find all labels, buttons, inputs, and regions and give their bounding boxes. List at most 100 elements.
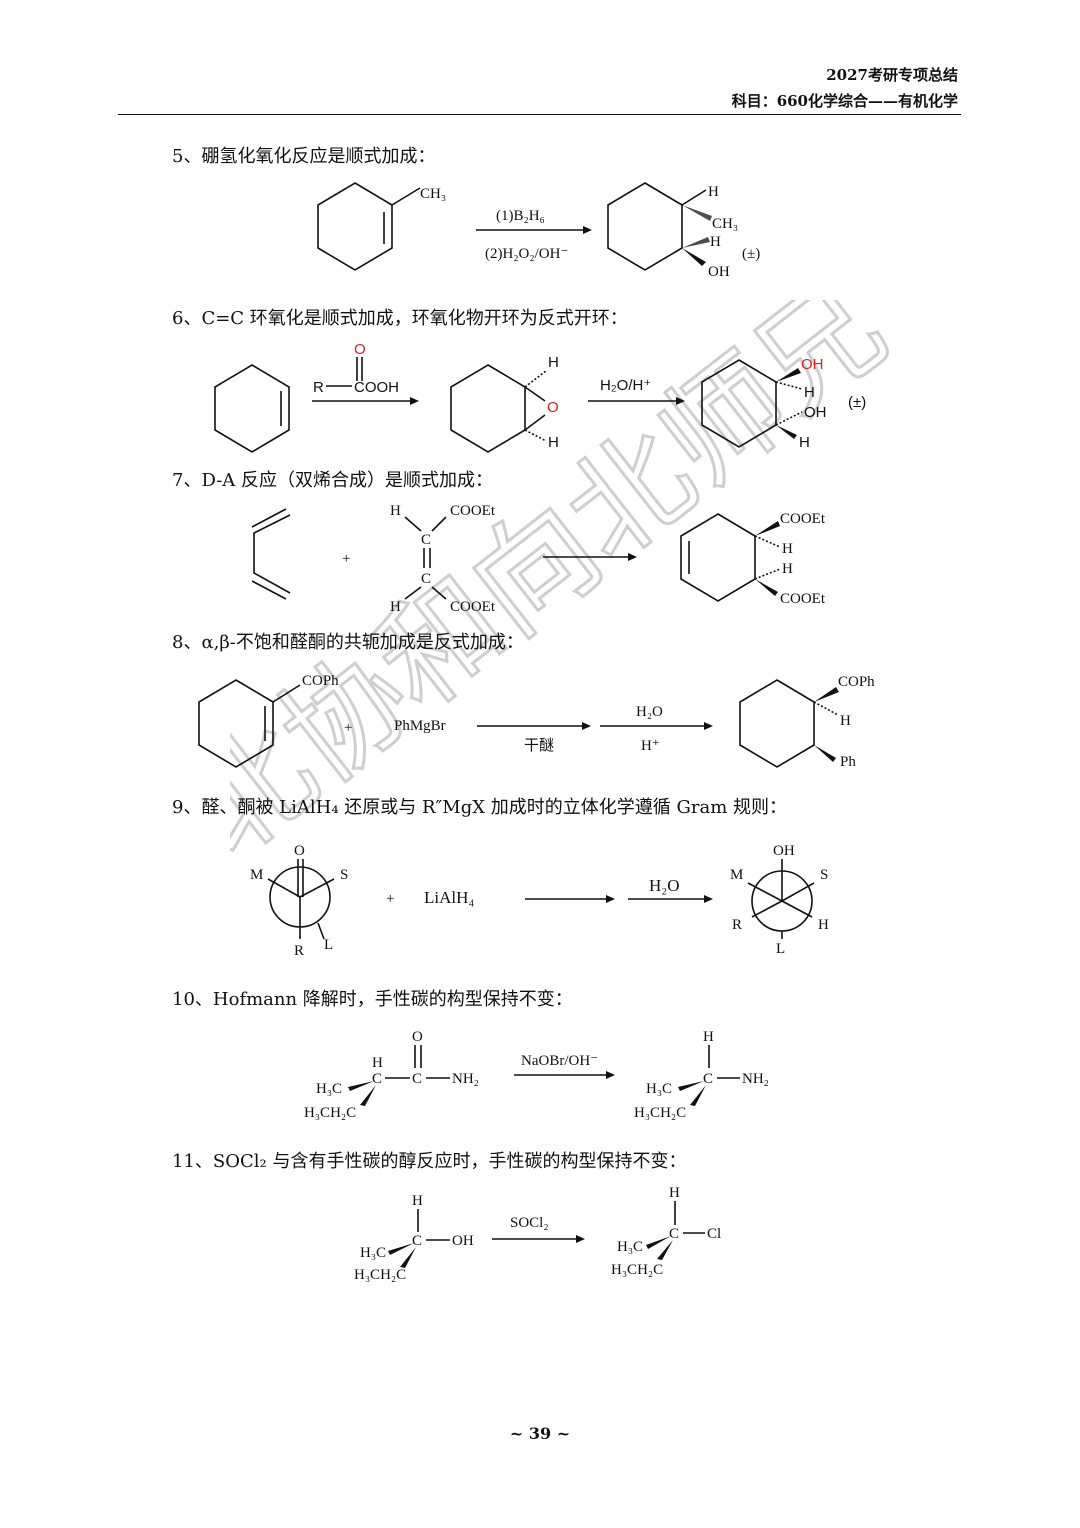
hydrolysis-h2o: H₂O bbox=[636, 704, 663, 720]
wedge-ethyl-product bbox=[657, 1240, 673, 1260]
methyl-bond bbox=[391, 187, 421, 206]
product-h1: H bbox=[708, 184, 719, 200]
pm-bond bbox=[747, 882, 783, 902]
reactant-methyl: H₃C bbox=[316, 1081, 342, 1097]
reducing-agent: LiAlH₄ bbox=[424, 888, 474, 907]
condition-2: (2)H₂O₂/OH⁻ bbox=[485, 246, 568, 262]
dienophile-c1: C bbox=[421, 532, 431, 548]
dienophile-cooet2: COOEt bbox=[450, 599, 496, 615]
epoxide-ring bbox=[450, 364, 526, 453]
product-methyl: H₃C bbox=[617, 1239, 643, 1255]
pr-bond bbox=[751, 900, 783, 918]
wedge-oh bbox=[682, 248, 706, 266]
section-8-heading: 8、α,β-不饱和醛酮的共轭加成是反式加成： bbox=[172, 632, 524, 653]
hashed-h-2 bbox=[754, 568, 781, 580]
epoxide-o: O bbox=[547, 399, 559, 416]
enone-coph: COPh bbox=[302, 673, 339, 689]
peracid-o: O bbox=[354, 341, 366, 358]
methylcyclohexene-ring bbox=[317, 182, 393, 271]
reaction-11-socl2: H C OH H₃C H₃CH₂C SOCl₂ H C Cl H₃C H₃CH₂… bbox=[354, 1185, 721, 1283]
epoxide-bond-1 bbox=[524, 386, 546, 402]
header-rule bbox=[118, 114, 961, 115]
section-6-heading: 6、C=C 环氧化是顺式加成，环氧化物开环为反式开环： bbox=[172, 308, 628, 329]
section-9-heading: 9、醛、酮被 LiAlH₄ 还原或与 R″MgX 加成时的立体化学遵循 Gram… bbox=[172, 797, 787, 818]
wedge-methyl-product bbox=[646, 1236, 671, 1249]
l-bond bbox=[317, 922, 325, 940]
hashed-oh-2 bbox=[775, 411, 803, 426]
product-m: M bbox=[730, 867, 743, 883]
racemic-label: (±) bbox=[742, 246, 760, 262]
product-methyl: H₃C bbox=[646, 1081, 672, 1097]
cyclohexene-ring bbox=[214, 364, 290, 453]
arrowhead bbox=[606, 1071, 615, 1079]
arrowhead-1 bbox=[410, 397, 419, 405]
product-methyl: CH₃ bbox=[712, 216, 738, 232]
product-h1: H bbox=[782, 541, 793, 557]
dienophile-cooet1: COOEt bbox=[450, 503, 496, 519]
product-ph: Ph bbox=[840, 754, 856, 770]
arrowhead-1 bbox=[606, 895, 615, 903]
chiral-c: C bbox=[412, 1233, 422, 1249]
product-s: S bbox=[820, 867, 828, 883]
workup-h2o: H₂O bbox=[649, 876, 679, 895]
hashed-h-1 bbox=[524, 370, 547, 388]
reaction-10-hofmann: O H C C NH₂ H₃C H₃CH₂C NaOBr/OH⁻ H C NH₂… bbox=[304, 1029, 769, 1121]
grignard-reagent: PhMgBr bbox=[394, 718, 446, 734]
cooet-bond-1 bbox=[431, 516, 447, 532]
amide-o: O bbox=[412, 1029, 423, 1045]
ring-opening-condition: H₂O/H⁺ bbox=[600, 377, 651, 394]
product-h: H bbox=[818, 917, 829, 933]
product-c: C bbox=[669, 1226, 679, 1242]
product-c: C bbox=[703, 1071, 713, 1087]
dienophile-h1: H bbox=[390, 503, 401, 519]
h-bond-1 bbox=[404, 516, 422, 532]
epoxide-bond-2 bbox=[524, 414, 546, 431]
h-bond-up bbox=[681, 189, 707, 206]
reactant-methyl: H₃C bbox=[360, 1245, 386, 1261]
hashed-h-3 bbox=[775, 381, 803, 390]
wedge-h-4 bbox=[776, 425, 797, 439]
wedge-ethyl-product bbox=[690, 1085, 706, 1106]
cooet-bond-2 bbox=[431, 586, 447, 600]
butadiene bbox=[253, 514, 291, 594]
product-oh: OH bbox=[708, 264, 730, 280]
arrowhead bbox=[576, 1235, 585, 1243]
header-subject: 科目：660化学综合——有机化学 bbox=[731, 92, 958, 110]
diol-ring bbox=[701, 359, 777, 448]
section-5-heading: 5、硼氢化氧化反应是顺式加成： bbox=[172, 146, 436, 167]
diol-h2: H bbox=[799, 434, 810, 451]
wedge-ph bbox=[814, 745, 836, 762]
product-cl: Cl bbox=[707, 1226, 721, 1242]
peracid-cooh: COOH bbox=[354, 379, 399, 396]
plus-sign: + bbox=[342, 551, 350, 567]
racemic-label: (±) bbox=[848, 394, 866, 411]
page-number: ~ 39 ~ bbox=[509, 1424, 571, 1443]
wedge-methyl bbox=[348, 1081, 374, 1091]
hofmann-condition: NaOBr/OH⁻ bbox=[521, 1053, 598, 1069]
ph-bond bbox=[781, 900, 813, 918]
reaction-8-conjugate-addition: COPh + PhMgBr 干醚 H₂O H⁺ COPh H Ph bbox=[198, 673, 875, 770]
arrowhead-2 bbox=[704, 722, 713, 730]
wedge-ethyl bbox=[400, 1247, 416, 1268]
wedge-cooet-2 bbox=[755, 579, 778, 596]
product-ring bbox=[739, 679, 815, 768]
alpha-h: H bbox=[372, 1055, 383, 1071]
product-ring bbox=[607, 182, 683, 271]
wedge-methyl-product bbox=[678, 1081, 704, 1091]
carbonyl-o: O bbox=[294, 843, 305, 859]
ps-bond bbox=[781, 882, 815, 902]
product-cooet1: COOEt bbox=[780, 511, 826, 527]
diol-h1: H bbox=[804, 384, 815, 401]
header-title: 2027考研专项总结 bbox=[826, 66, 958, 84]
socl2-condition: SOCl₂ bbox=[510, 1215, 549, 1231]
reactant-ethyl: H₃CH₂C bbox=[304, 1105, 356, 1121]
coph-bond bbox=[272, 684, 301, 703]
reactant-ethyl: H₃CH₂C bbox=[354, 1267, 406, 1283]
reactant-h: H bbox=[412, 1193, 423, 1209]
section-11-heading: 11、SOCl₂ 与含有手性碳的醇反应时，手性碳的构型保持不变： bbox=[172, 1151, 687, 1172]
hashed-h bbox=[682, 237, 710, 248]
product-ethyl: H₃CH₂C bbox=[634, 1105, 686, 1121]
peracid-r: R bbox=[313, 379, 324, 396]
arrowhead bbox=[583, 226, 592, 234]
butadiene-double-2 bbox=[251, 580, 287, 600]
